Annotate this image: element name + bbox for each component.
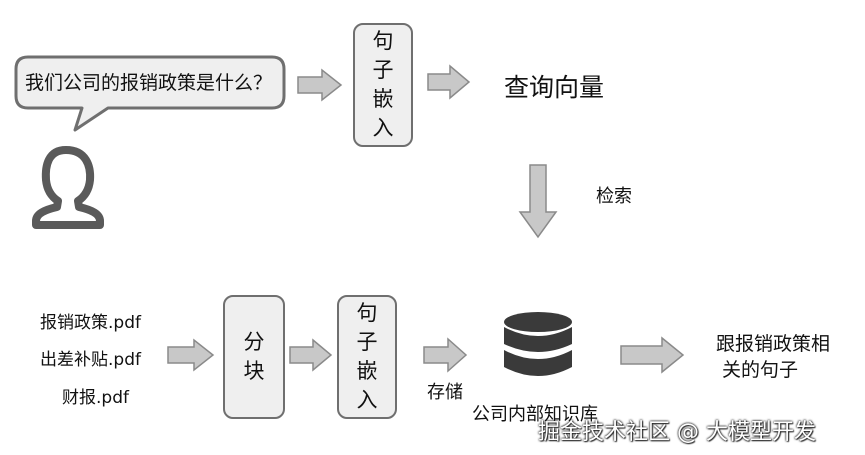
question-text: 我们公司的报销政策是什么？ xyxy=(25,72,273,94)
box-char: 分 xyxy=(243,330,265,354)
arrow-db-to-result xyxy=(620,336,685,374)
box-char: 入 xyxy=(372,116,394,140)
database-icon xyxy=(504,312,572,376)
watermark-text: 掘金技术社区 @ 大模型开发 xyxy=(538,420,816,445)
arrow-embed-to-vector xyxy=(427,64,471,100)
arrow-embed-to-db xyxy=(423,337,468,373)
box-char: 入 xyxy=(356,388,378,412)
box-char: 块 xyxy=(243,359,265,383)
chunk-box: 分 块 xyxy=(223,295,285,419)
sentence-embedding-box-bottom: 句 子 嵌 入 xyxy=(337,295,397,419)
file-item: 报销政策.pdf xyxy=(40,313,141,333)
arrow-files-to-chunk xyxy=(167,338,215,372)
result-line: 关的句子 xyxy=(722,359,799,381)
query-vector-label: 查询向量 xyxy=(504,73,605,102)
knowledge-base-label: 公司内部知识库 xyxy=(472,404,598,425)
arrow-chunk-to-embed xyxy=(289,338,333,372)
arrow-search-down xyxy=(518,164,558,239)
box-char: 子 xyxy=(372,58,394,82)
box-char: 嵌 xyxy=(356,359,378,383)
box-char: 句 xyxy=(356,301,378,325)
search-label: 检索 xyxy=(596,186,632,207)
file-item: 财报.pdf xyxy=(62,388,129,408)
sentence-embedding-box-top: 句 子 嵌 入 xyxy=(353,23,413,147)
store-label: 存储 xyxy=(427,382,463,403)
speech-bubble xyxy=(14,55,286,132)
box-char: 句 xyxy=(372,29,394,53)
box-char: 子 xyxy=(356,330,378,354)
arrow-question-to-embed xyxy=(297,68,343,102)
user-icon xyxy=(32,146,104,229)
box-char: 嵌 xyxy=(372,87,394,111)
file-item: 出差补贴.pdf xyxy=(40,350,141,370)
result-label: 跟报销政策相 关的句子 xyxy=(716,331,830,383)
result-line: 跟报销政策相 xyxy=(716,333,831,355)
